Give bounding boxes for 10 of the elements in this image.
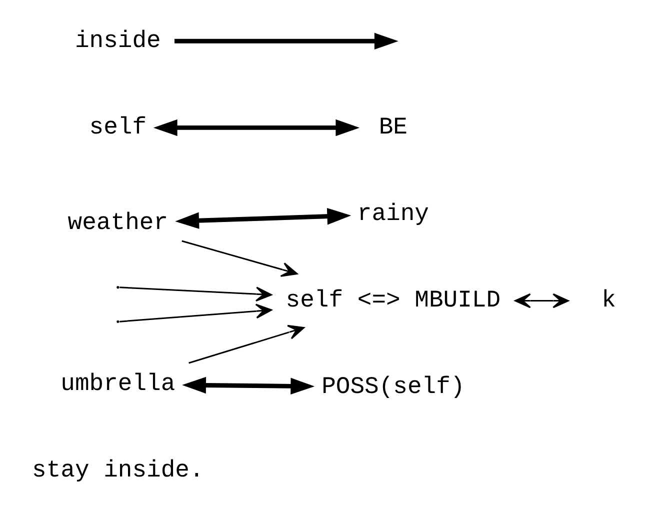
node-text: k: [601, 287, 616, 314]
node-text: weather: [67, 210, 168, 237]
node-text: inside: [74, 28, 160, 55]
node-text: rainy: [356, 200, 428, 228]
node-text: self: [88, 114, 146, 142]
node-text: POSS(self): [321, 374, 464, 401]
label: stay inside.: [32, 458, 204, 484]
node-text: umbrella: [60, 370, 175, 398]
node-text: self <=> MBUILD: [285, 287, 500, 314]
node-text: BE: [378, 114, 407, 142]
